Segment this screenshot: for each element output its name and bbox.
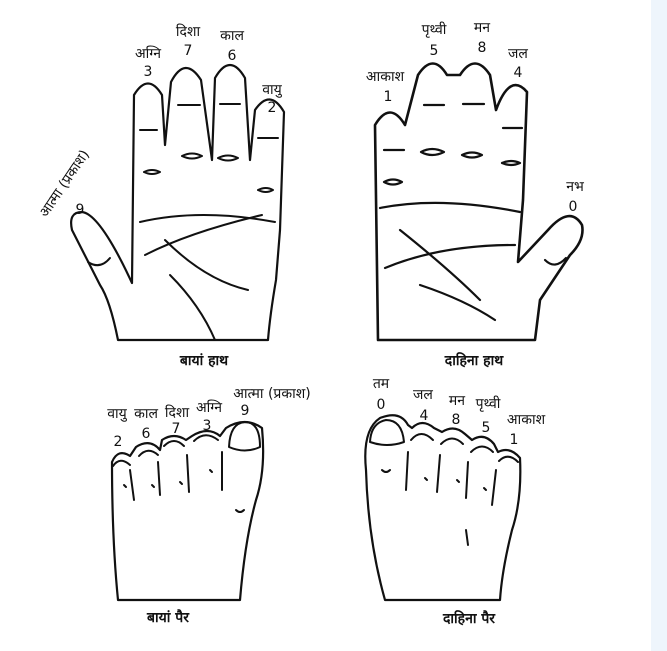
right-foot-number-aakash: 1 <box>510 432 519 448</box>
right-foot-caption: दाहिना पैर <box>442 610 496 627</box>
left-hand-number-kaal: 6 <box>228 48 237 64</box>
right-hand-label-aakash: आकाश <box>366 69 405 85</box>
right-foot-label-man: मन <box>449 393 465 409</box>
left-foot-label-atma: आत्मा (प्रकाश) <box>233 386 310 402</box>
left-hand-number-vayu: 2 <box>268 100 277 116</box>
left-foot-label-agni: अग्नि <box>196 399 222 416</box>
right-hand-label-jal: जल <box>508 46 528 62</box>
left-foot-label-kaal: काल <box>134 406 158 422</box>
left-foot-number-vayu: 2 <box>114 434 123 450</box>
left-hand-caption: बायां हाथ <box>179 353 229 369</box>
left-hand: अग्नि 3 दिशा 7 काल 6 वायु 2 आत्मा (प्रका… <box>36 23 286 369</box>
left-hand-outline <box>70 63 286 342</box>
right-hand-label-man: मन <box>474 20 490 36</box>
right-foot-outline <box>364 414 522 602</box>
left-foot: वायु 2 काल 6 दिशा 7 अग्नि 3 आत्मा (प्रका… <box>107 386 311 626</box>
right-foot-number-man: 8 <box>452 412 461 428</box>
hands-feet-diagram: अग्नि 3 दिशा 7 काल 6 वायु 2 आत्मा (प्रका… <box>36 20 585 627</box>
left-hand-label-vayu: वायु <box>262 82 283 98</box>
left-hand-number-atma: 9 <box>76 202 85 218</box>
right-hand-outline <box>373 62 584 342</box>
right-hand-number-aakash: 1 <box>384 89 393 105</box>
left-foot-label-vayu: वायु <box>107 406 128 422</box>
left-foot-outline <box>110 420 265 602</box>
right-foot-label-tam: तम <box>373 376 390 392</box>
right-hand-label-nabh: नभ <box>566 179 585 195</box>
right-foot-label-aakash: आकाश <box>507 412 546 428</box>
right-hand-caption: दाहिना हाथ <box>444 352 504 369</box>
right-foot-number-tam: 0 <box>377 397 386 413</box>
left-foot-caption: बायां पैर <box>146 609 190 626</box>
left-foot-number-disha: 7 <box>172 421 181 437</box>
left-hand-label-agni: अग्नि <box>135 45 161 62</box>
left-hand-number-agni: 3 <box>144 64 153 80</box>
right-edge-stripe <box>651 0 667 651</box>
left-foot-number-atma: 9 <box>241 403 250 419</box>
left-foot-number-agni: 3 <box>203 418 212 434</box>
left-foot-label-disha: दिशा <box>165 404 190 421</box>
right-foot-number-prithvi: 5 <box>482 420 491 436</box>
left-hand-creases <box>87 103 279 341</box>
right-foot-details <box>369 419 519 546</box>
right-hand-creases <box>378 102 568 322</box>
right-hand-number-man: 8 <box>478 40 487 56</box>
right-hand: आकाश 1 पृथ्वी 5 मन 8 जल 4 नभ 0 दाहिना हा… <box>366 20 585 369</box>
left-foot-details <box>112 421 261 513</box>
right-hand-number-jal: 4 <box>514 65 523 81</box>
right-hand-label-prithvi: पृथ्वी <box>422 21 447 38</box>
left-foot-number-kaal: 6 <box>142 426 151 442</box>
right-foot: तम 0 जल 4 मन 8 पृथ्वी 5 आकाश 1 दाहिना पै… <box>364 376 546 627</box>
right-hand-number-nabh: 0 <box>569 199 578 215</box>
left-hand-label-kaal: काल <box>220 28 244 44</box>
right-foot-number-jal: 4 <box>420 408 429 424</box>
left-hand-label-disha: दिशा <box>176 23 201 40</box>
left-hand-label-atma: आत्मा (प्रकाश) <box>36 147 93 220</box>
right-foot-label-prithvi: पृथ्वी <box>476 395 501 412</box>
left-hand-number-disha: 7 <box>184 43 193 59</box>
right-hand-number-prithvi: 5 <box>430 43 439 59</box>
right-foot-label-jal: जल <box>413 387 433 403</box>
